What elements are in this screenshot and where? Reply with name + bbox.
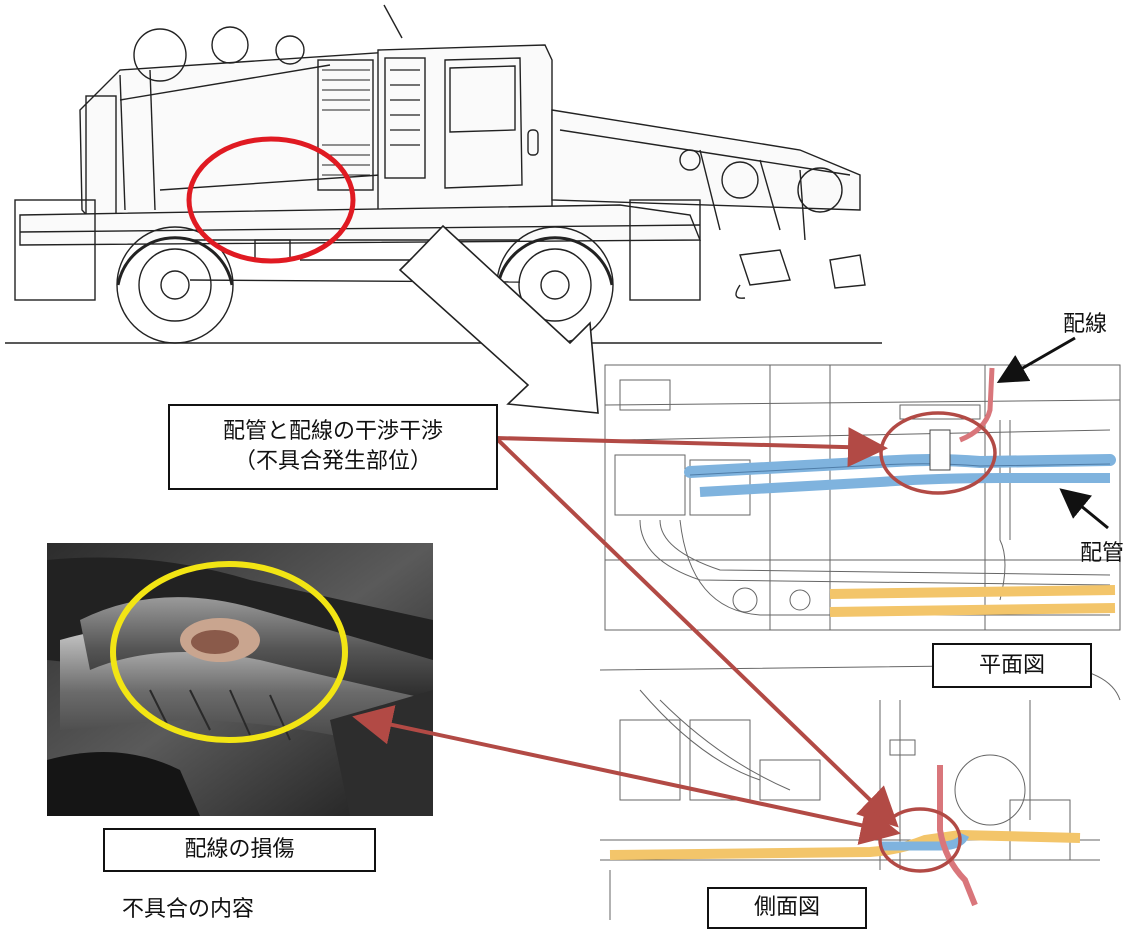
- damage-highlight: [110, 561, 348, 743]
- defect-details-caption: 不具合の内容: [122, 897, 255, 922]
- side-view-label: 側面図: [707, 887, 867, 929]
- problem-area-highlight: [186, 136, 356, 264]
- interference-title: 配管と配線の干渉干渉: [222, 419, 443, 445]
- zoom-arrow: [398, 224, 599, 414]
- interference-callout: 配管と配線の干渉干渉 （不具合発生部位）: [168, 404, 498, 490]
- wiring-label: 配線: [1063, 312, 1108, 337]
- interference-subtitle: （不具合発生部位）: [233, 449, 432, 474]
- piping-label: 配管: [1080, 541, 1125, 566]
- plan-view-label: 平面図: [932, 643, 1092, 688]
- wiring-damage-label: 配線の損傷: [103, 828, 376, 872]
